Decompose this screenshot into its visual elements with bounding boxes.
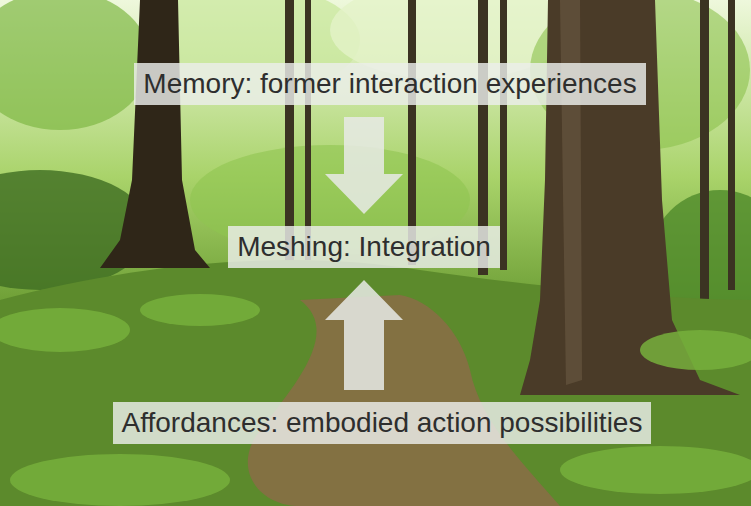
fern [140,294,260,326]
bark-highlight [560,0,582,385]
foliage [0,0,150,130]
tree-trunk [728,0,735,290]
fern [0,308,130,352]
text-box: Memory: former interaction experiences [134,63,645,105]
block-arrow [325,280,403,390]
forest-path [248,295,560,506]
box-label: Meshing: Integration [237,229,491,265]
tree-trunk [305,0,311,260]
text-box: Affordances: embodied action possibiliti… [113,402,652,444]
text-box: Meshing: Integration [228,226,500,268]
block-arrow [325,117,403,214]
left-tree-trunk [100,0,210,268]
tree-trunk [700,0,709,300]
box-label: Affordances: embodied action possibiliti… [122,405,643,441]
box-label: Memory: former interaction experiences [143,66,636,102]
fern [560,446,751,494]
fern [10,454,230,506]
ferns [0,294,751,506]
tree-trunk [500,0,507,270]
fern [640,330,751,370]
